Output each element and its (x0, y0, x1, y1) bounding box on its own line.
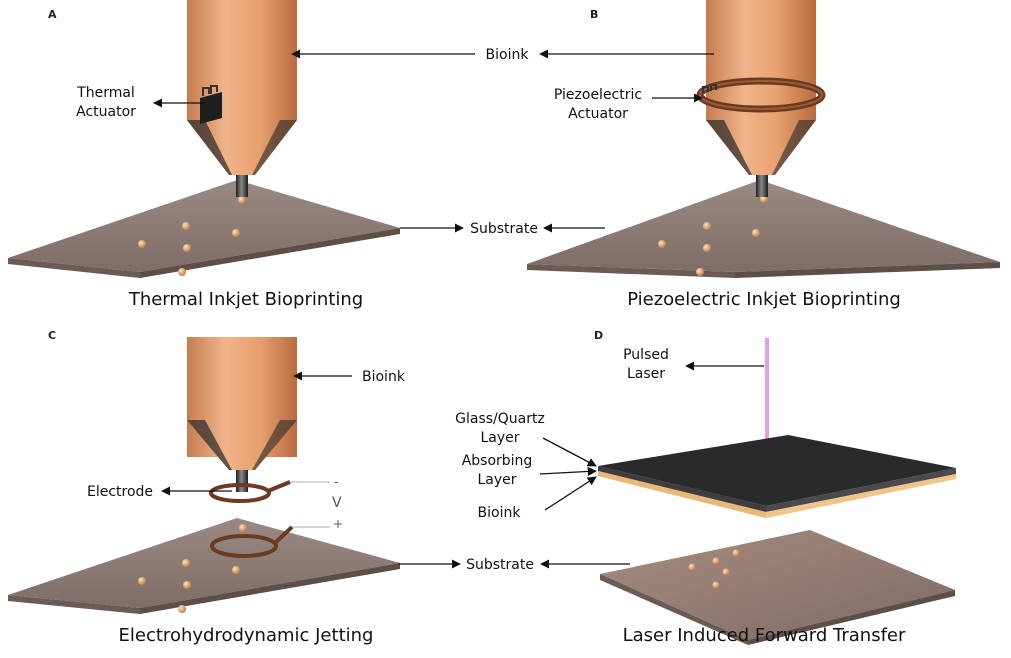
panel-letter-c: C (48, 329, 56, 342)
droplets-d (688, 549, 740, 589)
laser-beam (765, 338, 769, 498)
absorbing-arrow (539, 466, 597, 476)
electrode-label: Electrode (87, 484, 153, 500)
bioink-label-top: Bioink (486, 47, 530, 63)
thermal-actuator-label-line2: Actuator (76, 104, 136, 120)
transfer-stack (598, 435, 956, 518)
panel-c: C - V + Ele (8, 329, 406, 646)
panel-letter-a: A (48, 8, 57, 21)
voltage-indicator: - V + (290, 475, 343, 531)
absorbing-label-line1: Absorbing (462, 453, 533, 469)
minus-sign: - (334, 475, 338, 489)
nozzle-b (706, 0, 816, 197)
substrate-a (8, 180, 400, 278)
shared-labels-top: Bioink Substrate (291, 47, 714, 237)
caption-a: Thermal Inkjet Bioprinting (128, 289, 363, 310)
bioink-arrow-d (544, 476, 597, 511)
glass-label-line2: Layer (480, 430, 519, 446)
droplets-a (138, 196, 246, 276)
electrodes (209, 480, 294, 558)
substrate-label-bottom: Substrate (466, 557, 534, 573)
panel-b: B Piezoelectric Actuator Piezoelectric I… (527, 0, 1000, 310)
piezo-actuator-label-line2: Actuator (568, 106, 628, 122)
thermal-actuator (200, 85, 222, 124)
panel-a: A Thermal Actuator Thermal Inkje (8, 0, 400, 310)
panel-d: D Pulsed Laser Glass/Quartz Layer Absorb… (455, 329, 956, 646)
pulsed-laser-label-line2: Laser (627, 366, 665, 382)
panel-letter-d: D (594, 329, 603, 342)
panel-letter-b: B (590, 8, 598, 21)
glass-arrow (542, 437, 597, 467)
caption-d: Laser Induced Forward Transfer (623, 625, 906, 646)
droplets-c (138, 524, 247, 613)
bioink-label-c: Bioink (362, 369, 406, 385)
plus-sign: + (333, 517, 343, 531)
thermal-actuator-label-line1: Thermal (76, 85, 135, 101)
nozzle-c (187, 337, 297, 492)
pulsed-laser-label-line1: Pulsed (623, 347, 669, 363)
substrate-b (527, 180, 1000, 278)
caption-c: Electrohydrodynamic Jetting (119, 625, 374, 646)
substrate-c (8, 518, 400, 614)
glass-label-line1: Glass/Quartz (455, 411, 545, 427)
caption-b: Piezoelectric Inkjet Bioprinting (627, 289, 901, 310)
absorbing-label-line2: Layer (477, 472, 516, 488)
substrate-d (600, 530, 955, 645)
voltage-label: V (332, 495, 342, 511)
bioink-label-d: Bioink (478, 505, 522, 521)
substrate-label-top: Substrate (470, 221, 538, 237)
piezo-actuator-label-line1: Piezoelectric (554, 87, 642, 103)
shared-labels-bottom: Substrate (398, 557, 630, 573)
